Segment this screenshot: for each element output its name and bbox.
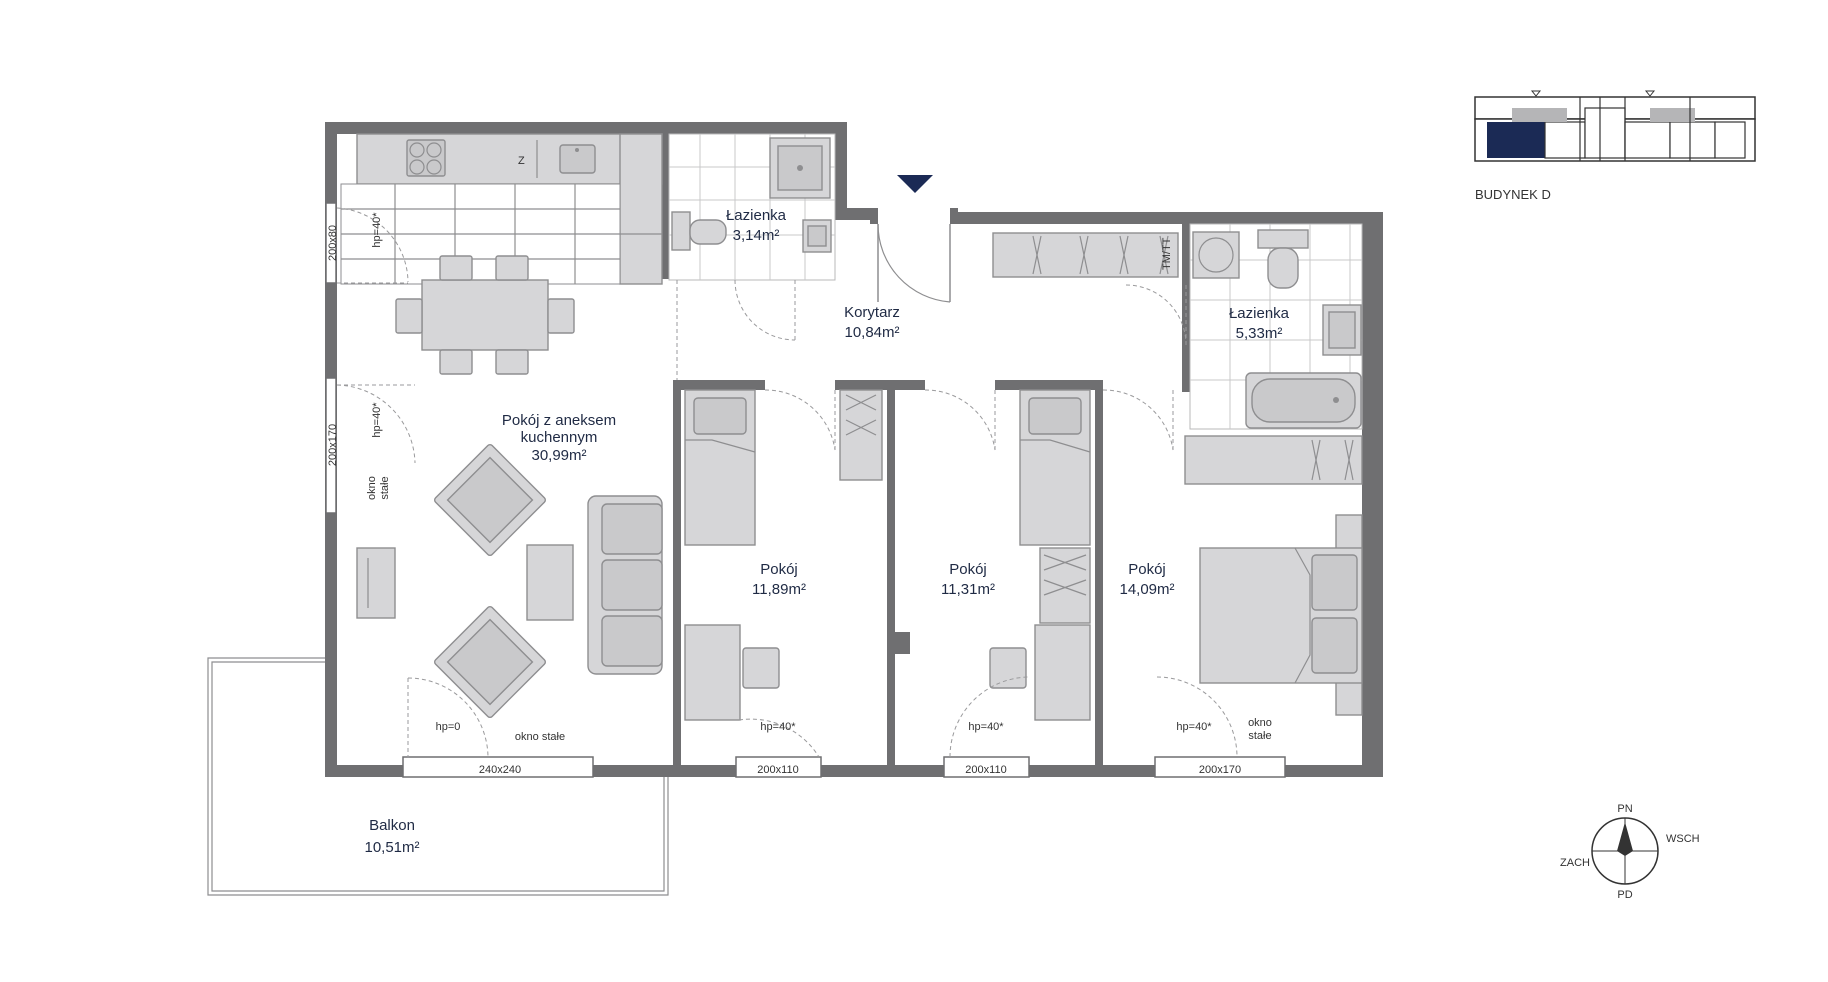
note-hp40-room1: hp=40* — [760, 721, 796, 733]
compass-n: PN — [1617, 803, 1632, 815]
window-label-left-mid: 200x170 — [327, 424, 339, 466]
living-name-2: kuchennym — [521, 429, 598, 446]
room2-area: 11,31m² — [941, 581, 995, 598]
window-label-living: 240x240 — [479, 764, 521, 776]
entrance-door — [870, 175, 958, 303]
bath2-name: Łazienka — [1229, 305, 1290, 322]
bathroom-1 — [668, 133, 836, 380]
balcony — [207, 657, 669, 896]
window-labels: 200x80 200x170 240x240 200x110 200x110 2… — [327, 225, 1241, 776]
bath1-name: Łazienka — [726, 207, 787, 224]
room3-wardrobe — [1184, 435, 1363, 485]
living-area: 30,99m² — [531, 447, 586, 464]
compass-s: PD — [1617, 889, 1632, 901]
note-okno-room3-1: okno — [1248, 717, 1272, 729]
note-okno-left-2: stałe — [379, 476, 391, 499]
balcony-area: 10,51m² — [364, 839, 419, 856]
living-name-1: Pokój z aneksem — [502, 412, 616, 429]
room2-name: Pokój — [949, 561, 987, 578]
corridor-area: 10,84m² — [844, 324, 899, 341]
note-hp40-room3: hp=40* — [1176, 721, 1212, 733]
room-labels: Pokój z aneksem kuchennym 30,99m² Łazien… — [364, 207, 1289, 856]
kitchen: Z — [336, 133, 663, 285]
dining-table — [395, 255, 575, 375]
note-okno-room3-2: stałe — [1248, 730, 1271, 742]
room3-area: 14,09m² — [1119, 581, 1174, 598]
bath2-area: 5,33m² — [1236, 325, 1283, 342]
room3-name: Pokój — [1128, 561, 1166, 578]
corridor-wardrobe: TM/TT — [992, 232, 1179, 278]
note-okno-bottom: okno stałe — [515, 731, 565, 743]
compass-w: ZACH — [1560, 857, 1590, 869]
balcony-name: Balkon — [369, 817, 415, 834]
selected-apartment — [1487, 122, 1545, 158]
fridge-label: Z — [518, 155, 525, 167]
room1-area: 11,89m² — [752, 581, 806, 598]
room1-furniture — [677, 380, 836, 758]
room3-bed — [1156, 514, 1363, 758]
corridor-name: Korytarz — [844, 304, 900, 321]
note-hp40-room2: hp=40* — [968, 721, 1004, 733]
building-key-plan: BUDYNEK D — [1474, 90, 1756, 202]
compass: PN PD WSCH ZACH — [1560, 803, 1700, 901]
note-hp40-left-mid: hp=40* — [371, 402, 383, 438]
note-hp0: hp=0 — [436, 721, 461, 733]
bath1-area: 3,14m² — [733, 227, 780, 244]
compass-e: WSCH — [1666, 833, 1700, 845]
building-label: BUDYNEK D — [1475, 187, 1551, 202]
window-label-room1: 200x110 — [757, 764, 798, 776]
room1-name: Pokój — [760, 561, 798, 578]
note-okno-left-1: okno — [366, 476, 378, 500]
note-hp40-left-top: hp=40* — [371, 212, 383, 248]
window-label-left-top: 200x80 — [327, 225, 339, 261]
bathroom-2 — [1125, 223, 1363, 430]
closet — [835, 380, 996, 481]
windows — [325, 202, 1286, 778]
north-arrow-icon — [1617, 822, 1633, 856]
window-label-room3: 200x170 — [1199, 764, 1241, 776]
entrance-arrow-icon — [897, 175, 933, 193]
living-furniture — [336, 384, 663, 759]
notes: hp=40* hp=40* okno stałe hp=0 okno stałe… — [366, 212, 1272, 743]
window-label-room2: 200x110 — [965, 764, 1006, 776]
wardrobe-code: TM/TT — [1161, 237, 1173, 270]
room2-furniture — [949, 380, 1174, 758]
